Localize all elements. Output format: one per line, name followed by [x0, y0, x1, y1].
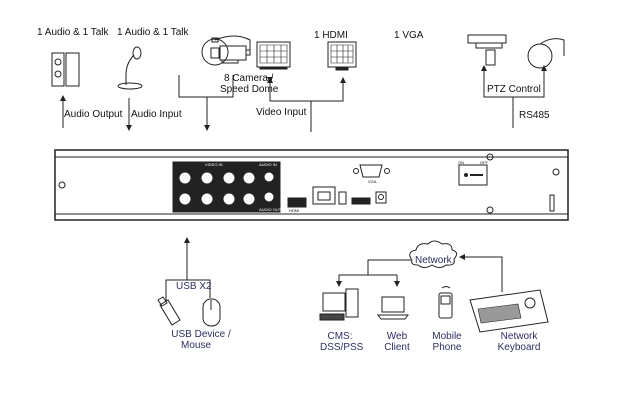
audio-output-label: Audio Output — [64, 109, 123, 120]
video-in-label: VIDEO IN — [205, 162, 223, 167]
hdmi-label: 1 HDMI — [314, 30, 348, 41]
usb-device-label-2: Mouse — [180, 340, 211, 351]
speaker-icon — [51, 52, 80, 87]
cms-label-2: DSS/PSS — [320, 342, 364, 353]
hdmi-port-label: HDMI — [289, 208, 300, 213]
power-off-label: OFF — [480, 160, 488, 165]
network-keyboard-label-1: Network — [500, 331, 538, 342]
cms-label-1: CMS: — [327, 331, 353, 342]
rs485-label: RS485 — [519, 110, 550, 121]
camera-label-1: 8 Camera / — [224, 73, 274, 84]
camera-label-2: Speed Dome — [220, 84, 279, 95]
mic-label: 1 Audio & 1 Talk — [117, 27, 189, 38]
ptz-label: PTZ Control — [487, 84, 541, 95]
vga-port-label: VGA — [368, 179, 377, 184]
usb-device-label-1: USB Device / — [171, 329, 231, 340]
vga-label: 1 VGA — [394, 30, 424, 41]
mobile-phone-label-2: Phone — [432, 342, 462, 353]
ptz-camera-icon — [467, 34, 507, 66]
dvr-rear-panel — [54, 149, 569, 221]
mobile-phone-label-1: Mobile — [432, 331, 462, 342]
mobile-phone-icon — [438, 286, 453, 319]
audio-out-label: AUDIO OUT — [259, 207, 282, 212]
network-keyboard-icon — [469, 289, 549, 333]
web-client-label-1: Web — [386, 331, 408, 342]
power-on-label: ON — [458, 160, 464, 165]
network-label: Network — [415, 255, 452, 266]
audio-in-label: AUDIO IN — [259, 162, 277, 167]
hdmi-monitor-icon — [256, 41, 291, 70]
microphone-icon — [117, 46, 143, 90]
web-client-label-2: Client — [384, 342, 410, 353]
mouse-icon — [202, 298, 221, 327]
speed-dome-camera-icon — [201, 35, 251, 66]
network-keyboard-label-2: Keyboard — [497, 342, 541, 353]
desktop-computer-icon — [319, 288, 359, 321]
vga-monitor-icon — [327, 41, 357, 71]
video-input-label: Video Input — [256, 107, 307, 118]
camera-bracket-line — [178, 75, 234, 98]
usb-stick-icon — [157, 296, 181, 326]
network-cloud-icon — [409, 240, 458, 268]
laptop-icon — [377, 296, 409, 320]
box-camera-icon — [210, 45, 251, 64]
usb-label: USB X2 — [176, 281, 212, 292]
speaker-label: 1 Audio & 1 Talk — [37, 27, 109, 38]
ptz-speed-dome-icon — [527, 38, 565, 69]
audio-input-label: Audio Input — [131, 109, 182, 120]
